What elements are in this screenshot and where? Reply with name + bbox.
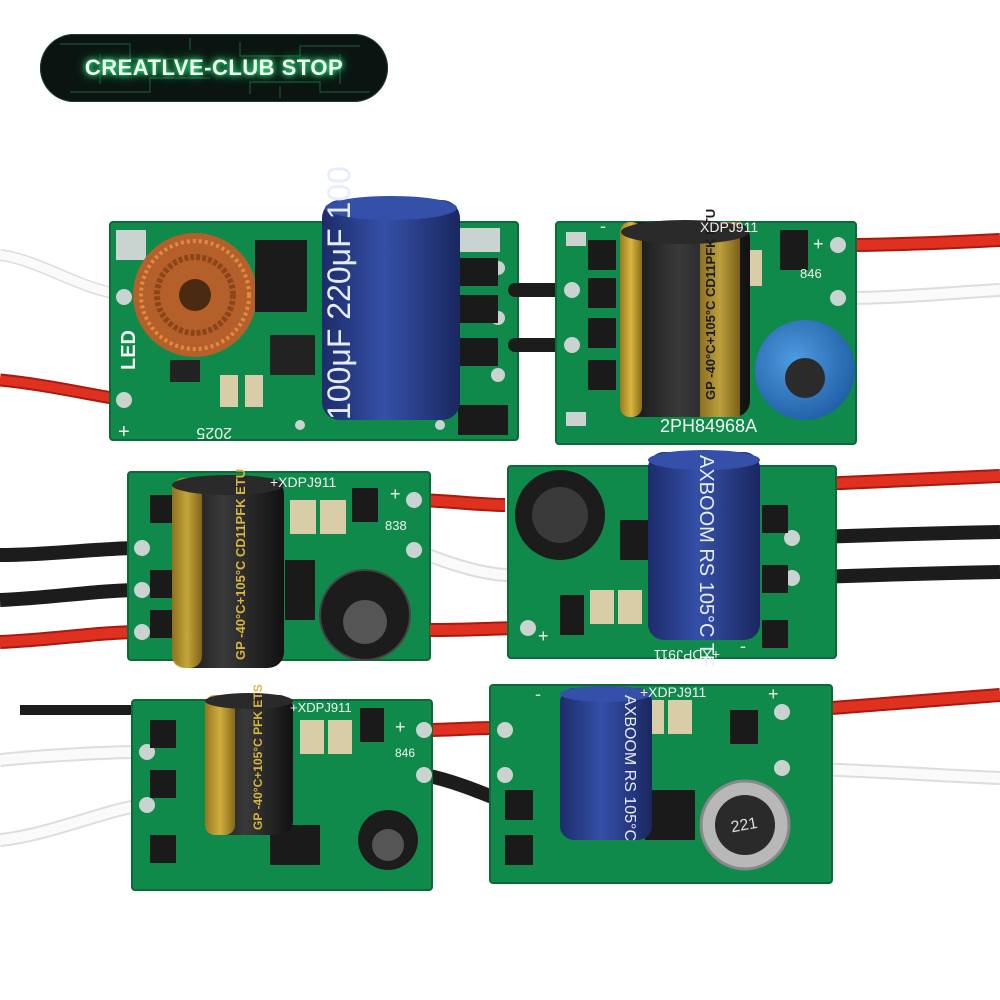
- board-1-led-label: LED: [118, 330, 140, 370]
- board-6-plus-label: +: [768, 684, 779, 704]
- board-2-serial-label: 2PH84968A: [660, 416, 757, 436]
- board-3: GP -40°C+105°C CD11PFK ETU +XDPJ911 838 …: [0, 469, 511, 668]
- board-1: 100μF 220μF 100 LED + 2025: [0, 166, 519, 443]
- board-2-cap-label: GP -40°C+105°C CD11PFK ETU: [703, 209, 718, 400]
- board-1-cap-label: 100μF 220μF 100: [321, 166, 357, 420]
- board-5-code-label: 846: [395, 746, 415, 760]
- board-3-plus-label: +: [390, 484, 401, 504]
- board-4: AXBOOM RS 105°C TF +XDPJ911 + -: [429, 450, 1000, 667]
- board-5-plus-label: +: [395, 717, 406, 737]
- board-1-year-label: 2025: [196, 424, 232, 441]
- board-4-model-label: +XDPJ911: [654, 647, 720, 663]
- board-6-model-label: +XDPJ911: [640, 684, 706, 700]
- board-3-model-label: +XDPJ911: [270, 474, 336, 490]
- board-1-plus-label: +: [118, 421, 130, 443]
- board-3-cap-label: GP -40°C+105°C CD11PFK ETU: [233, 469, 248, 660]
- board-6: AXBOOM RS 105°C 221 +XDPJ911 + -: [489, 684, 1000, 884]
- board-2: GP -40°C+105°C CD11PFK ETU 2PH84968A XDP…: [508, 209, 1000, 445]
- board-2-minus-label: -: [600, 216, 606, 236]
- board-3-code-label: 838: [385, 518, 407, 533]
- board-6-inductor-label: 221: [730, 815, 759, 836]
- board-4-cap-label: AXBOOM RS 105°C TF: [695, 455, 717, 667]
- board-5: GP -40°C+105°C PFK ETS +XDPJ911 846 +: [0, 684, 503, 891]
- board-2-plus-label: +: [813, 234, 824, 254]
- brand-badge: CREATLVE-CLUB STOP: [40, 34, 388, 102]
- board-6-cap-label: AXBOOM RS 105°C: [621, 695, 638, 841]
- board-4-plus-label: +: [538, 626, 549, 646]
- board-5-cap-label: GP -40°C+105°C PFK ETS: [251, 684, 265, 830]
- board-5-model-label: +XDPJ911: [290, 700, 352, 715]
- board-2-code-label: 846: [800, 266, 822, 281]
- board-2-model-label: XDPJ911: [700, 219, 758, 235]
- brand-text: CREATLVE-CLUB STOP: [84, 55, 344, 80]
- circuit-pattern: [60, 38, 370, 98]
- board-6-minus-label: -: [535, 684, 541, 704]
- board-4-minus-label: -: [740, 636, 746, 656]
